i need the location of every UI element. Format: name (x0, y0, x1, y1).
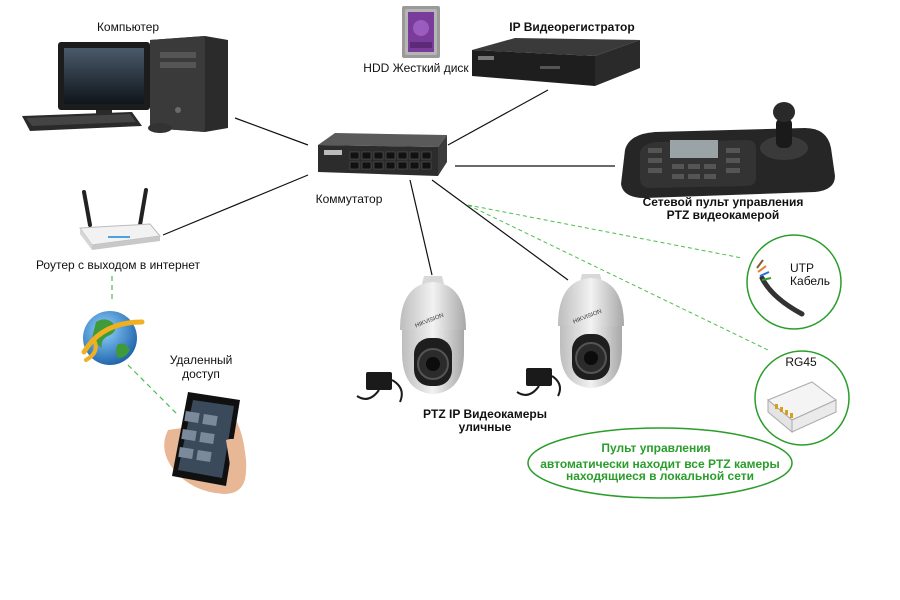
cameras-label-line2: уличные (459, 420, 512, 434)
router-icon (79, 188, 161, 250)
computer-label: Компьютер (97, 20, 159, 34)
ptz-camera-icon: HIKVISION (400, 276, 466, 394)
hdd-label: HDD Жесткий диск (363, 61, 469, 75)
nvr-label: IP Видеорегистратор (509, 20, 634, 34)
utp-label-line2: Кабель (790, 274, 830, 288)
rg45-connector-icon (754, 350, 850, 446)
switch-icon (318, 133, 447, 176)
note-ellipse (527, 427, 793, 499)
cameras-label-line1: PTZ IP Видеокамеры (423, 407, 547, 421)
smartphone-icon (164, 392, 247, 494)
link-switch-camera1 (409, 179, 433, 276)
remote-access-label-line2: доступ (182, 367, 220, 381)
power-adapter-icon (356, 372, 403, 403)
rg45-label: RG45 (785, 355, 817, 369)
globe-icon (81, 311, 145, 365)
note-line1: Пульт управления (601, 441, 710, 455)
remote-access-label-line1: Удаленный (170, 353, 233, 367)
dashed-link-utp (467, 204, 743, 259)
ptz-camera-icon: HIKVISION (558, 274, 624, 388)
note-line3: находящиеся в локальной сети (566, 469, 754, 483)
link-switch-computer (234, 117, 309, 146)
ptz-keyboard-icon (621, 102, 835, 198)
link-switch-nvr (447, 89, 549, 146)
dashed-link-globe-phone (127, 364, 179, 416)
hdd-icon (402, 6, 440, 58)
utp-cable-icon (746, 234, 842, 330)
note-line2: автоматически находит все PTZ камеры (540, 457, 780, 471)
power-adapter-icon (516, 368, 561, 397)
link-switch-router (162, 174, 309, 236)
link-switch-camera2 (431, 179, 569, 281)
computer-icon (22, 36, 228, 133)
utp-label-line1: UTP (790, 261, 814, 275)
keyboard-label-line2: PTZ видеокамерой (667, 208, 780, 222)
switch-label: Коммутатор (316, 192, 383, 206)
keyboard-label-line1: Сетевой пульт управления (643, 195, 804, 209)
connections (111, 89, 769, 416)
router-label: Роутер с выходом в интернет (36, 258, 201, 272)
nvr-icon (472, 38, 640, 86)
